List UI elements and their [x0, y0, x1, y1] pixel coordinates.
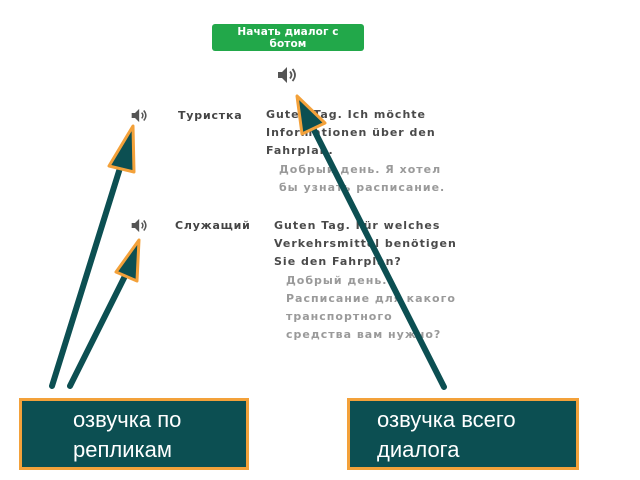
russian-line: транспортного [286, 310, 393, 323]
russian-line: средства вам нужно? [286, 328, 442, 341]
arrow-shaft [310, 125, 447, 390]
speaker-name: Туристка [178, 109, 243, 122]
callout-whole-dialog-audio: озвучка всего диалога [347, 398, 579, 470]
play-whole-dialog-button[interactable] [276, 65, 300, 85]
german-line: Sie den Fahrplan? [274, 255, 402, 268]
speaker-icon [131, 218, 147, 233]
callout-per-replica-audio: озвучка по репликам [19, 398, 249, 470]
speaker-icon [278, 67, 296, 83]
speaker-name: Служащий [175, 219, 251, 232]
speaker-icon [131, 108, 147, 123]
callout-line: репликам [73, 437, 172, 462]
arrow-head [114, 238, 141, 283]
play-replica-1-button[interactable] [130, 107, 150, 124]
russian-line: бы узнать расписание. [279, 181, 446, 194]
german-line: Verkehrsmittel benötigen [274, 237, 457, 250]
arrow-head [107, 124, 136, 174]
callout-line: диалога [377, 437, 460, 462]
start-dialog-with-bot-button[interactable]: Начать диалог с ботом [212, 24, 364, 51]
german-line: Fahrplan. [266, 144, 334, 157]
play-replica-2-button[interactable] [130, 217, 150, 234]
russian-line: Добрый день. [286, 274, 388, 287]
arrow-shaft [67, 273, 128, 389]
russian-line: Расписание для какого [286, 292, 456, 305]
arrow-shaft [49, 165, 123, 389]
german-line: Guten Tag. Für welches [274, 219, 441, 232]
russian-line: Добрый день. Я хотел [279, 163, 442, 176]
arrow-head [295, 94, 327, 136]
callout-line: озвучка всего [377, 407, 516, 432]
callout-line: озвучка по [73, 407, 182, 432]
